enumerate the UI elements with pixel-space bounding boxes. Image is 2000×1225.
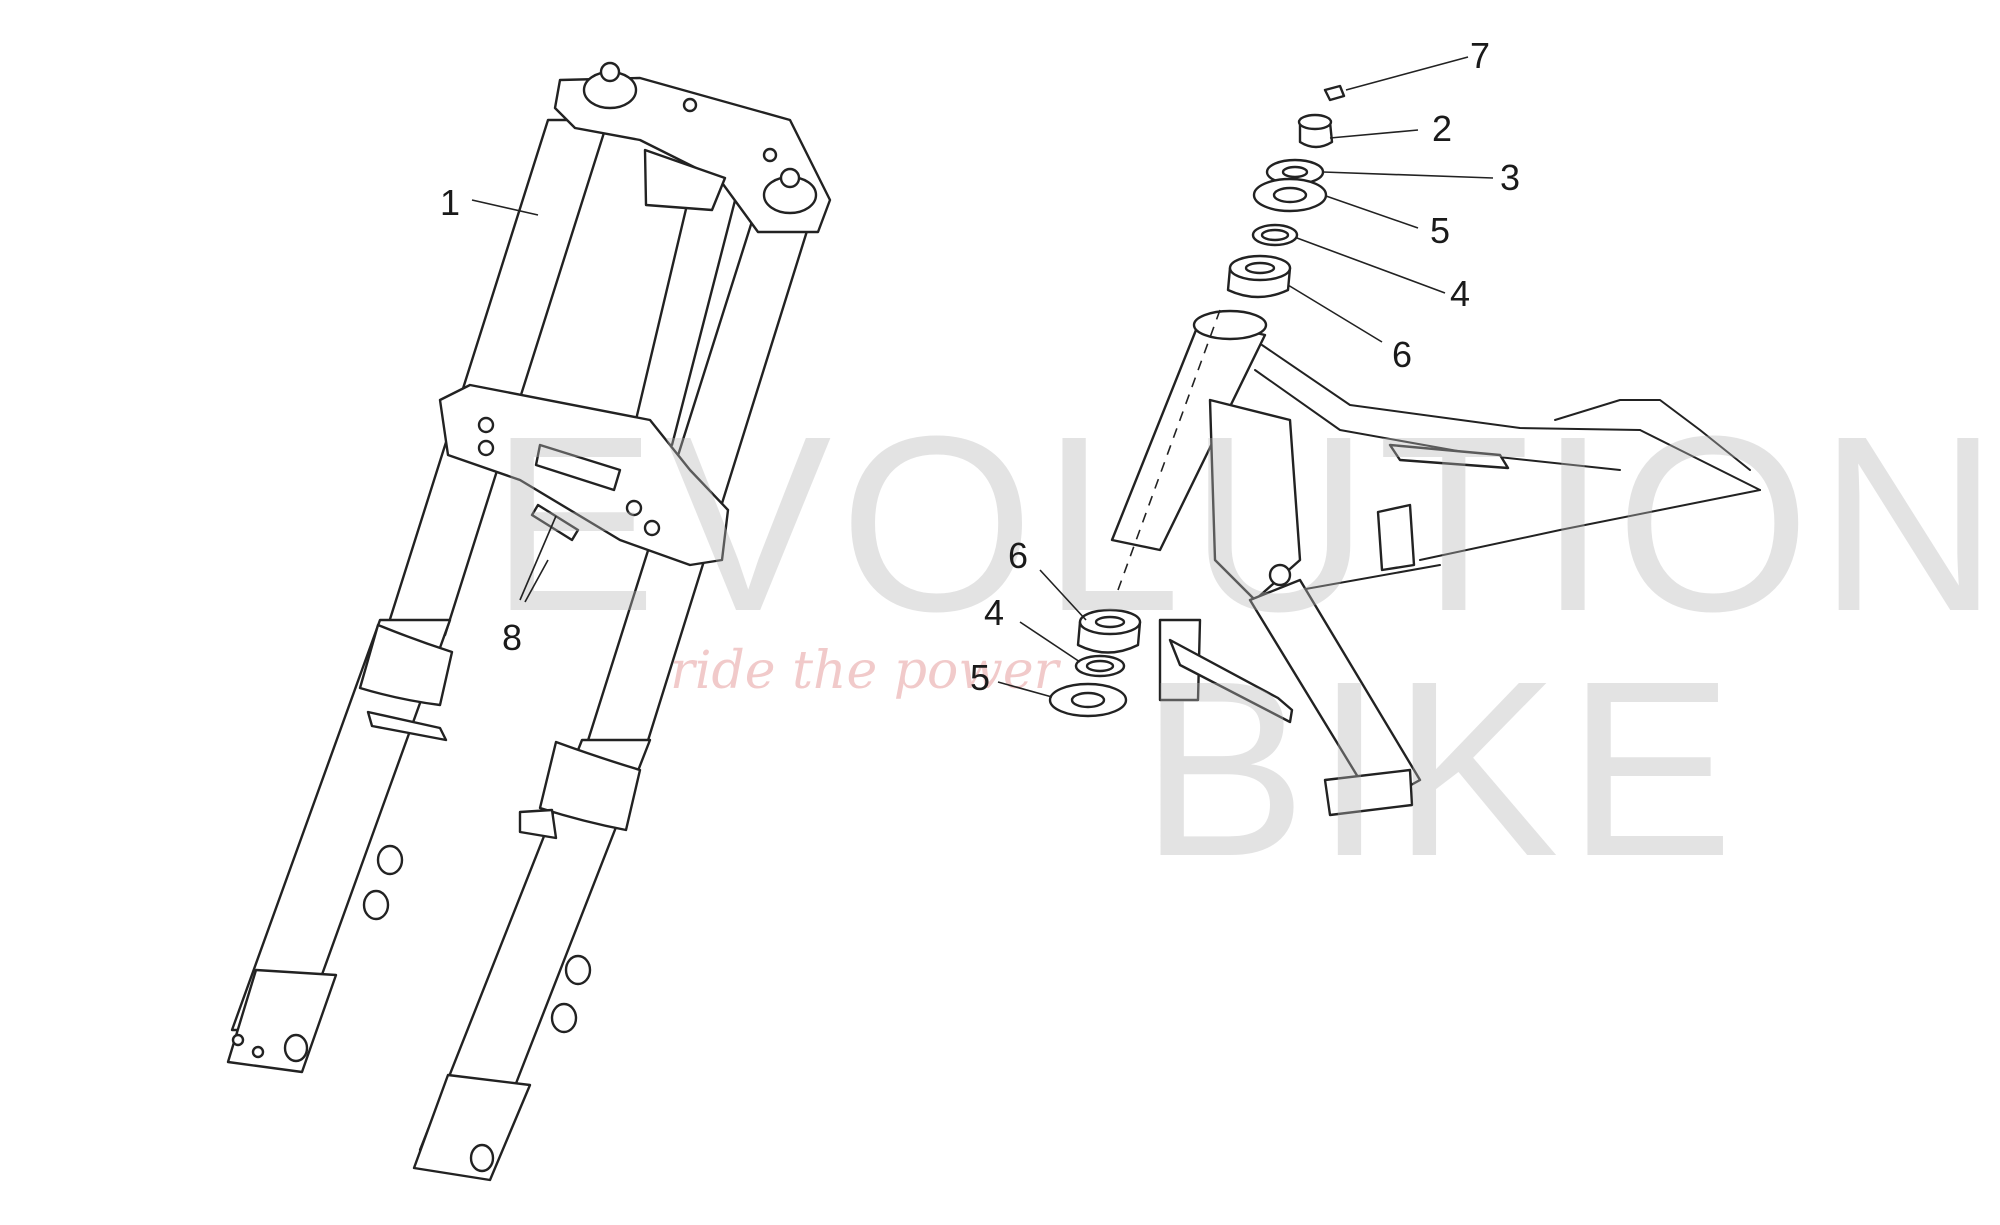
mount-boss-right-2 (550, 1002, 578, 1034)
part-3-washer-hole (1281, 165, 1309, 179)
top-clamp-nut-right-cap (779, 167, 801, 189)
leader-5a (1325, 195, 1419, 229)
part-4-ring-lower-hole (1085, 659, 1115, 673)
frame-gusset-hole (1268, 563, 1292, 587)
steering-bearing-stack-bottom (1048, 608, 1142, 718)
leader-2 (1329, 129, 1419, 139)
part-2-cap-top (1297, 113, 1333, 131)
watermark-word-top: EVOLUTION (490, 384, 2000, 663)
axle-hole-right (469, 1143, 495, 1173)
callout-3: 3 (1500, 157, 1520, 198)
mount-boss-left-2 (362, 889, 390, 921)
callout-7: 7 (1470, 35, 1490, 76)
frame-bracket (1388, 443, 1510, 470)
leader-6a (1287, 284, 1383, 343)
frame-tab (1376, 503, 1416, 572)
top-clamp-nut-left-cap (599, 61, 621, 83)
fork-slider-right-foot (412, 1073, 532, 1182)
frame-head-tube-top (1192, 309, 1268, 341)
callout-5-lower: 5 (970, 657, 990, 698)
front-fork-assembly (226, 61, 832, 1182)
top-clamp-bolt-1 (682, 97, 698, 113)
leader-4a (1296, 237, 1446, 294)
callouts: 1 7 2 3 5 4 6 6 4 5 8 (440, 35, 1520, 698)
watermark-word-bottom: BIKE (1140, 629, 1742, 908)
leader-8a (519, 515, 557, 601)
fork-seal-right (538, 740, 642, 832)
callout-6-upper: 6 (1392, 334, 1412, 375)
frame-main-beam-upper-2 (1254, 369, 1621, 471)
watermark-tagline: ride the power (670, 641, 1062, 701)
bolt-left-2 (251, 1045, 265, 1059)
frame-down-tube (1248, 578, 1422, 807)
callout-4-upper: 4 (1450, 273, 1470, 314)
frame-rear-rail-2 (1639, 429, 1761, 491)
mount-boss-left-1 (376, 844, 404, 876)
part-5-seal-lower-hole (1070, 691, 1106, 709)
fork-slider-left-foot (226, 968, 338, 1074)
frame-lower-bracket (1168, 638, 1294, 724)
callout-4-lower: 4 (984, 592, 1004, 633)
leader-5b (997, 681, 1053, 698)
watermark: EVOLUTION BIKE ride the power (490, 384, 2000, 908)
leader-1 (471, 199, 539, 216)
leader-8b (524, 559, 549, 603)
top-clamp-recess (643, 148, 727, 212)
frame-rear-rail-3 (1419, 489, 1761, 561)
part-6-bearing-lower-hole (1094, 615, 1126, 629)
top-clamp-bolt-2 (762, 147, 778, 163)
axle-hole-left (283, 1033, 309, 1063)
mount-boss-right-1 (564, 954, 592, 986)
part-5-seal-upper-hole (1272, 186, 1308, 204)
part-8-key (530, 503, 580, 542)
steering-bearing-stack-top (1226, 84, 1346, 299)
callout-6-lower: 6 (1008, 535, 1028, 576)
bottom-clamp-bolt-2 (477, 439, 495, 457)
bottom-clamp-slot (534, 443, 622, 492)
leader-lines (471, 56, 1494, 698)
part-7-nut (1323, 84, 1346, 102)
fork-seal-left (358, 623, 454, 707)
part-4-ring-upper-hole (1260, 228, 1290, 242)
callout-2: 2 (1432, 108, 1452, 149)
bolt-left-1 (231, 1033, 245, 1047)
bottom-clamp-bolt-3 (625, 499, 643, 517)
frame-down-tube-foot (1323, 768, 1414, 817)
frame-main-beam-upper (1261, 344, 1641, 431)
callout-1: 1 (440, 182, 460, 223)
frame-rear-rail-1 (1554, 399, 1751, 471)
caliper-mount-left-1 (366, 710, 448, 742)
top-triple-clamp (553, 76, 832, 234)
leader-4b (1019, 621, 1081, 663)
leader-3 (1322, 171, 1494, 179)
part-6-bearing-upper-hole (1244, 261, 1276, 275)
caliper-mount-right-1 (518, 808, 558, 840)
steering-axis-line (1117, 309, 1221, 591)
leader-6b (1039, 569, 1087, 621)
bottom-clamp-bolt-1 (477, 416, 495, 434)
callout-8: 8 (502, 617, 522, 658)
callout-5-upper: 5 (1430, 210, 1450, 251)
leader-7 (1345, 56, 1469, 91)
bottom-clamp-bolt-4 (643, 519, 661, 537)
frame-rear-rail-4 (1299, 564, 1441, 591)
frame-assembly (1110, 309, 1761, 817)
